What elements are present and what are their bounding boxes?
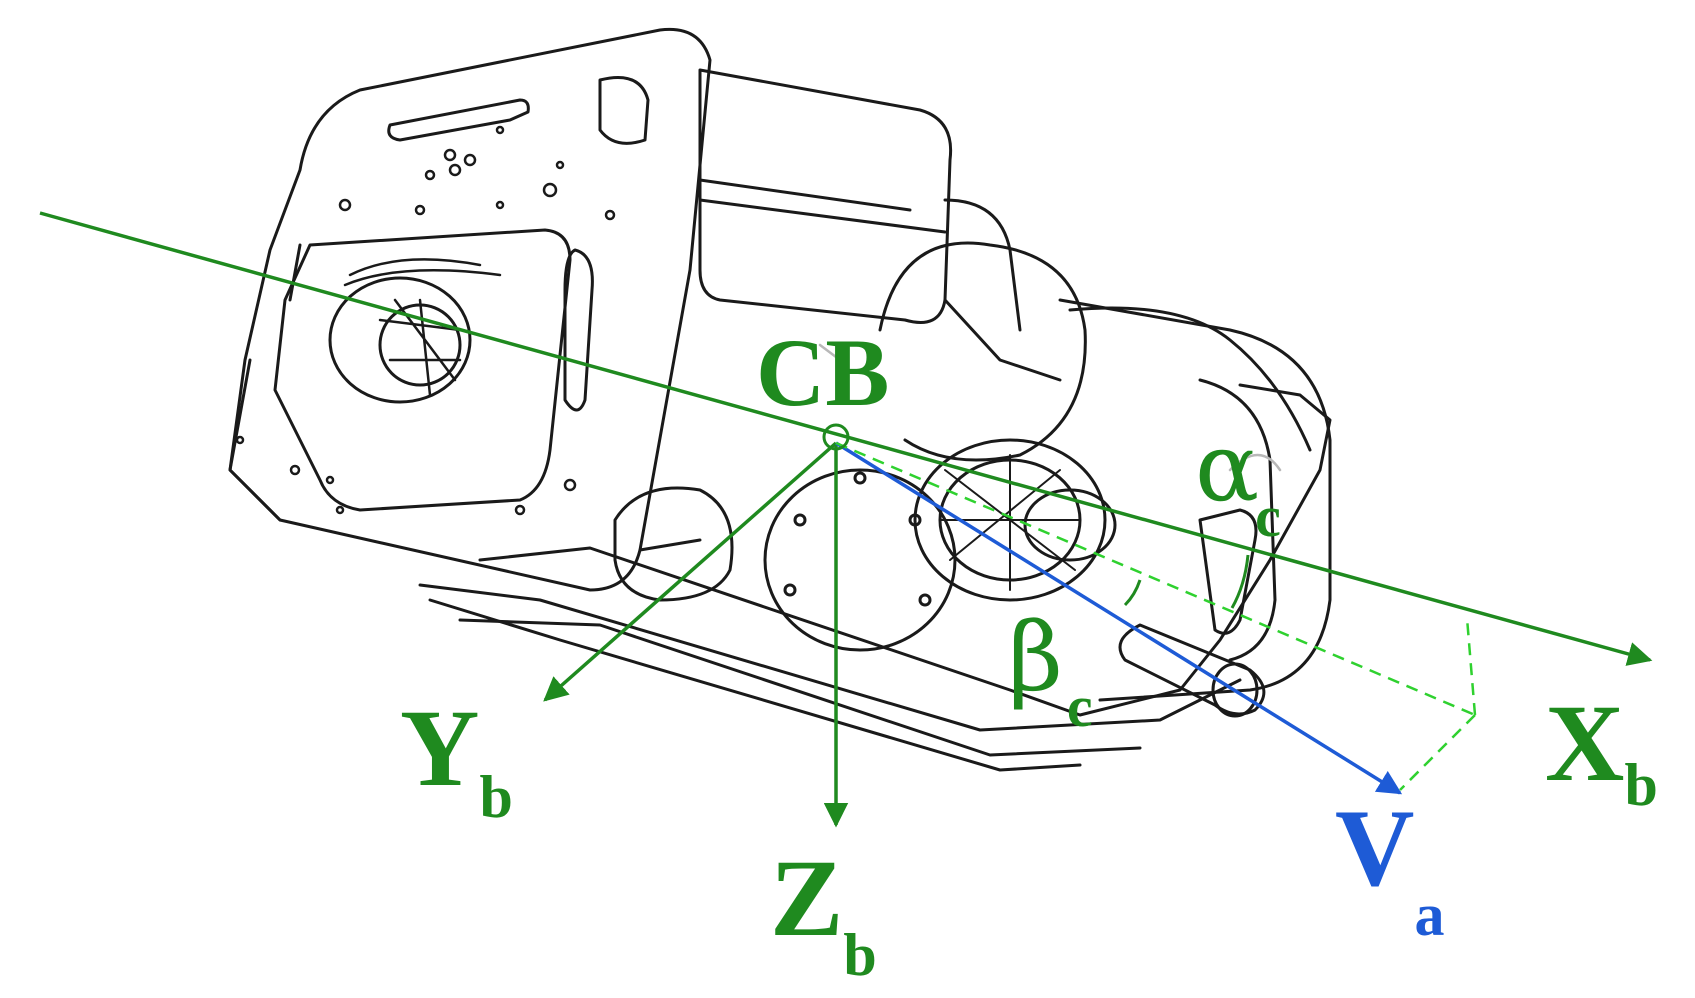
frame-slot-right [563, 248, 594, 412]
alpha-subscript: c [1255, 484, 1281, 549]
chassis-bottom [478, 383, 1332, 717]
light-pod-icon [1118, 623, 1266, 718]
skid-rail-1 [418, 583, 1242, 732]
labels: CB Xb Yb Zb Va αc βc [400, 319, 1658, 988]
beta-arc [1123, 579, 1142, 607]
y-axis-label: Yb [400, 687, 513, 830]
projection-lines [835, 441, 1477, 791]
y-axis-subscript: b [479, 764, 512, 830]
top-housing [698, 68, 953, 324]
beta-subscript: c [1067, 674, 1093, 739]
housing-edge [943, 298, 1062, 382]
lower-pod [613, 486, 734, 602]
cb-label: CB [756, 319, 889, 426]
rov-drawing-icon [228, 27, 1332, 772]
alpha-label: αc [1195, 413, 1281, 549]
grey-outline-right [818, 343, 1282, 472]
front-frame-bevel [228, 358, 702, 552]
top-housing-side [698, 178, 947, 234]
x-axis-label: Xb [1545, 682, 1658, 818]
y-axis-line [543, 441, 838, 702]
x-axis-subscript: b [1624, 752, 1657, 818]
velocity-label: Va [1335, 787, 1444, 948]
buoyancy-sphere [878, 241, 1087, 462]
skid-rail-2 [458, 618, 1142, 757]
velocity-vector [835, 441, 1403, 795]
velocity-subscript: a [1414, 882, 1444, 948]
beta-label: βc [1008, 603, 1093, 739]
frame-slot-top [387, 98, 530, 142]
alpha-arc [1230, 554, 1250, 609]
front-frame-outer [228, 27, 712, 592]
side-thruster-icon [913, 438, 1117, 602]
side-bracket [1198, 508, 1258, 635]
cb-origin-marker [822, 423, 850, 451]
body-frame-axes [39, 211, 1653, 828]
rear-hull [1058, 298, 1332, 702]
skid-rail-3 [428, 598, 1082, 772]
frame-slot-left [288, 243, 302, 302]
front-thruster-icon [328, 258, 502, 404]
frame-handle-right [598, 76, 650, 145]
frame-holes [235, 125, 616, 516]
z-axis-subscript: b [843, 922, 876, 988]
battery-cylinder [763, 468, 957, 652]
front-frame-inner [273, 228, 572, 512]
z-axis-label: Zb [770, 837, 877, 988]
x-axis-line [39, 211, 1653, 666]
